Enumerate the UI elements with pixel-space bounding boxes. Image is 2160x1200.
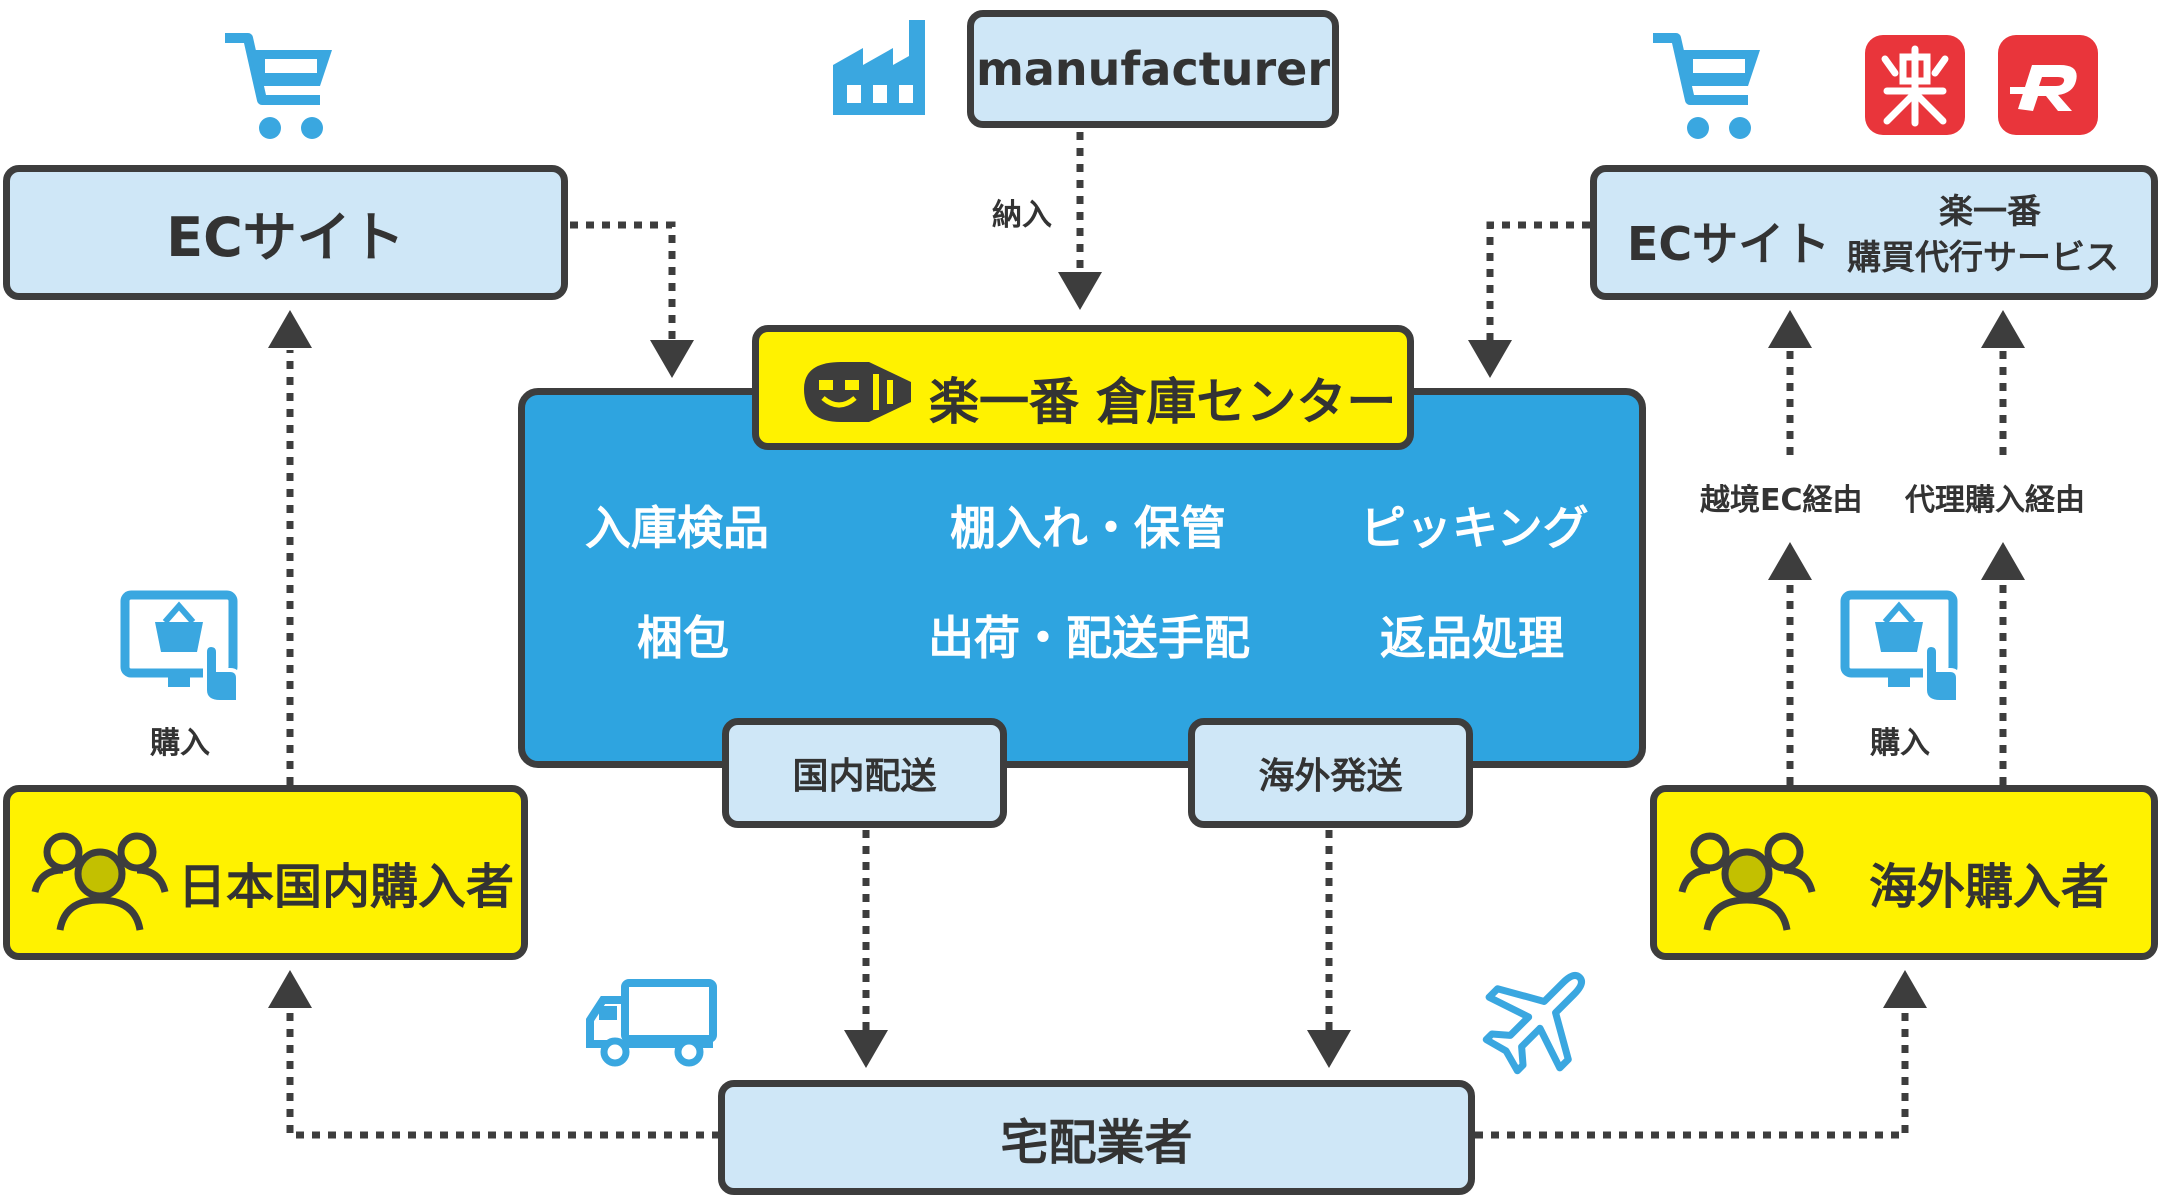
left-ec-to-warehouse-line: [570, 221, 676, 340]
warehouse-title-box: 楽一番 倉庫センター: [752, 325, 1414, 450]
right-service-line1: 楽一番: [1939, 192, 2041, 232]
right-service-line2: 購買代行サービス: [1847, 238, 2119, 278]
warehouse-title: 楽一番 倉庫センター: [929, 373, 1397, 431]
left-ec-site-label: ECサイト: [166, 206, 405, 269]
service-inspection: 入庫検品: [585, 501, 769, 555]
shopping-cart-icon: [220, 28, 340, 143]
arrowhead: [1768, 542, 1812, 580]
arrowhead: [1307, 1030, 1351, 1068]
right-ec-to-warehouse-line: [1486, 221, 1590, 340]
users-icon: [1677, 822, 1817, 932]
overseas-shipping-label: 海外発送: [1258, 756, 1403, 797]
arrowhead: [1768, 310, 1812, 348]
service-shipping: 出荷・配送手配: [928, 611, 1250, 665]
right-ec-site-label: ECサイト: [1627, 217, 1831, 271]
rakuichiban-r-logo-icon: [1998, 35, 2098, 135]
delivery-in-label: 納入: [992, 198, 1052, 233]
rakuten-logo-icon: [1865, 35, 1965, 135]
airplane-icon: [1478, 955, 1603, 1080]
left-purchase-label: 購入: [150, 726, 210, 761]
domestic-delivery-label: 国内配送: [792, 756, 937, 797]
delivery-truck-icon: [585, 978, 720, 1068]
left-ec-site-box: ECサイト: [3, 165, 568, 300]
arrowhead: [650, 340, 694, 378]
arrowhead: [1058, 272, 1102, 310]
service-packing: 梱包: [637, 611, 729, 665]
online-shop-monitor-icon: [1840, 590, 1965, 705]
online-shop-monitor-icon: [120, 590, 245, 705]
carrier-label: 宅配業者: [1000, 1114, 1193, 1171]
right-ec-site-box: ECサイト 楽一番 購買代行サービス: [1590, 165, 2158, 300]
shopping-cart-icon: [1648, 28, 1768, 143]
right-purchase-label: 購入: [1870, 726, 1930, 761]
arrowhead: [268, 310, 312, 348]
service-returns: 返品処理: [1380, 611, 1564, 665]
carrier-to-right-buyers-line: [1475, 1000, 1909, 1139]
manufacturer-label: manufacturer: [975, 42, 1331, 96]
arrowhead: [844, 1030, 888, 1068]
route-proxy-purchase-label: 代理購入経由: [1905, 483, 2085, 518]
carrier-to-left-buyers-line: [286, 1000, 720, 1139]
rakuichiban-logo-icon: [799, 354, 914, 429]
route-cross-border-label: 越境EC経由: [1700, 483, 1863, 518]
users-icon: [30, 822, 170, 932]
arrowhead: [1981, 542, 2025, 580]
factory-icon: [825, 10, 935, 120]
service-storage: 棚入れ・保管: [950, 501, 1226, 555]
service-picking: ピッキング: [1360, 501, 1589, 555]
arrowhead: [1981, 310, 2025, 348]
arrowhead: [1468, 340, 1512, 378]
carrier-box: 宅配業者: [718, 1080, 1475, 1195]
domestic-delivery-box: 国内配送: [722, 718, 1007, 828]
overseas-shipping-box: 海外発送: [1188, 718, 1473, 828]
right-buyers-box: 海外購入者: [1650, 785, 2158, 960]
arrowhead: [1883, 970, 1927, 1008]
right-buyers-label: 海外購入者: [1869, 859, 2110, 915]
left-buyers-box: 日本国内購入者: [3, 785, 528, 960]
left-buyers-label: 日本国内購入者: [178, 859, 515, 915]
manufacturer-box: manufacturer: [967, 10, 1339, 128]
arrowhead: [268, 970, 312, 1008]
